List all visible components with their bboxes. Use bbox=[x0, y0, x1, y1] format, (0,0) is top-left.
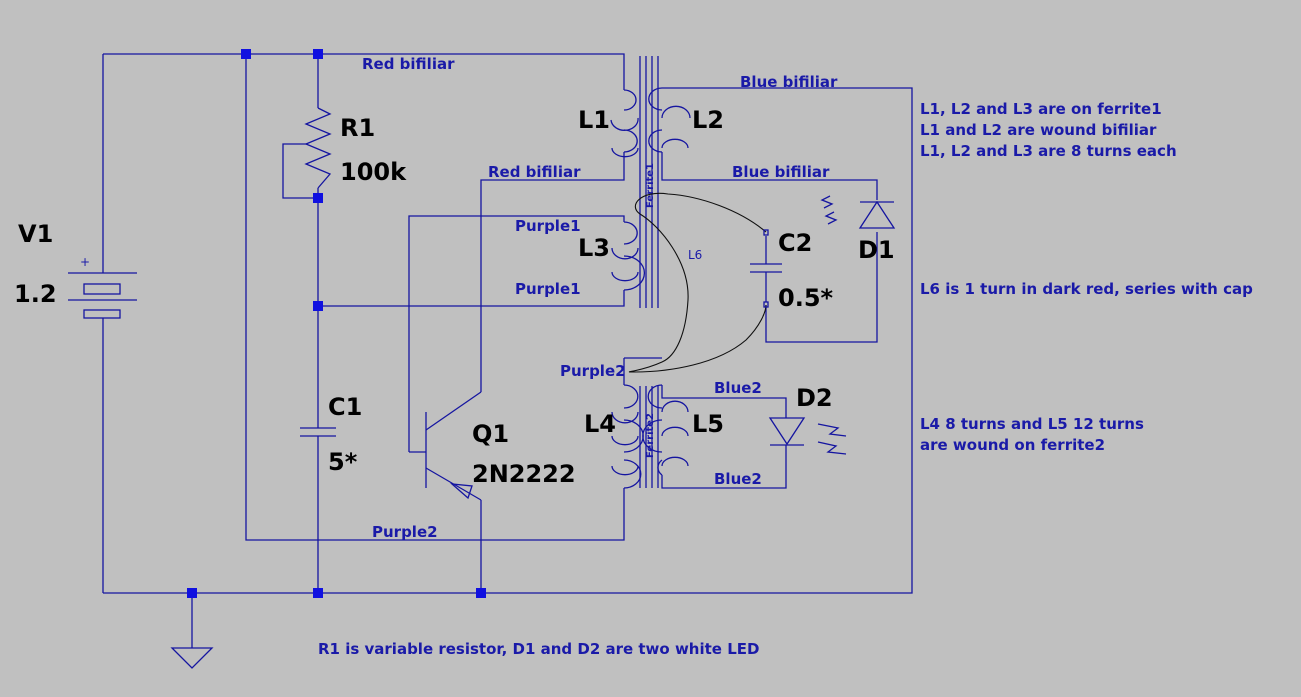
net-purple1-bottom: Purple1 bbox=[515, 280, 581, 298]
net-blue2-top: Blue2 bbox=[714, 379, 762, 397]
inductor-l6-loop[interactable] bbox=[628, 192, 767, 373]
net-purple2-mid: Purple2 bbox=[560, 362, 626, 380]
q1-ref-label: Q1 bbox=[472, 420, 509, 448]
battery-plus-sign: + bbox=[80, 255, 90, 269]
net-blue2-bottom: Blue2 bbox=[714, 470, 762, 488]
d1-ref-label: D1 bbox=[858, 236, 895, 264]
resistor-r1[interactable] bbox=[304, 107, 332, 189]
note-ferrite2-line2: are wound on ferrite2 bbox=[920, 436, 1105, 454]
d2-ref-label: D2 bbox=[796, 384, 833, 412]
ferrite1-core bbox=[639, 56, 659, 308]
l1-ref-label: L1 bbox=[578, 106, 610, 134]
c1-ref-label: C1 bbox=[328, 393, 362, 421]
capacitor-c1[interactable] bbox=[300, 427, 336, 437]
transistor-q1[interactable] bbox=[409, 391, 482, 501]
c1-value-label: 5* bbox=[328, 448, 358, 476]
junction-dots bbox=[187, 49, 486, 598]
net-purple2-bottom: Purple2 bbox=[372, 523, 438, 541]
ferrite2-label: Ferrite2 bbox=[645, 413, 656, 458]
note-ferrite2-line1: L4 8 turns and L5 12 turns bbox=[920, 415, 1144, 433]
note-ferrite1-line1: L1, L2 and L3 are on ferrite1 bbox=[920, 100, 1162, 118]
note-l6: L6 is 1 turn in dark red, series with ca… bbox=[920, 280, 1253, 298]
net-red-bifiliar-top: Red bifiliar bbox=[362, 55, 455, 73]
note-ferrite1-line3: L1, L2 and L3 are 8 turns each bbox=[920, 142, 1177, 160]
note-bottom: R1 is variable resistor, D1 and D2 are t… bbox=[318, 640, 759, 658]
led-d1[interactable] bbox=[820, 195, 896, 229]
note-ferrite1-line2: L1 and L2 are wound bifiliar bbox=[920, 121, 1157, 139]
ground-symbol bbox=[170, 593, 214, 669]
capacitor-c2[interactable] bbox=[750, 229, 782, 308]
net-red-bifiliar-mid: Red bifiliar bbox=[488, 163, 581, 181]
net-blue-bifiliar-mid: Blue bifiliar bbox=[732, 163, 830, 181]
l2-ref-label: L2 bbox=[692, 106, 724, 134]
inductor-l2[interactable] bbox=[648, 87, 691, 153]
q1-value-label: 2N2222 bbox=[472, 460, 576, 488]
inductor-l5[interactable] bbox=[642, 384, 689, 476]
r1-ref-label: R1 bbox=[340, 114, 375, 142]
inductor-l1[interactable] bbox=[610, 89, 639, 158]
l4-ref-label: L4 bbox=[584, 410, 616, 438]
l6-ref-label: L6 bbox=[688, 248, 702, 262]
v1-ref-label: V1 bbox=[18, 220, 53, 248]
battery-v1[interactable]: + bbox=[68, 255, 137, 319]
v1-value-label: 1.2 bbox=[14, 280, 57, 308]
inductor-l4[interactable] bbox=[611, 384, 644, 489]
inductor-l3[interactable] bbox=[611, 221, 646, 291]
l3-ref-label: L3 bbox=[578, 234, 610, 262]
net-blue-bifiliar-top: Blue bifiliar bbox=[740, 73, 838, 91]
ferrite1-label: Ferrite1 bbox=[645, 163, 656, 208]
wires bbox=[102, 53, 913, 594]
r1-value-label: 100k bbox=[340, 158, 407, 186]
net-purple1-top: Purple1 bbox=[515, 217, 581, 235]
c2-ref-label: C2 bbox=[778, 229, 812, 257]
l5-ref-label: L5 bbox=[692, 410, 724, 438]
c2-value-label: 0.5* bbox=[778, 284, 834, 312]
led-d2[interactable] bbox=[768, 417, 847, 455]
